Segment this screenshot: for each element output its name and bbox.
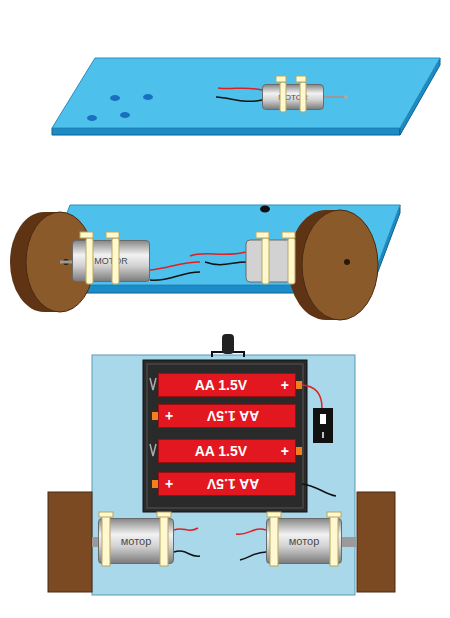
polarity-mark: + [165, 408, 177, 424]
wire-black [150, 272, 200, 280]
motor-shaft [324, 96, 345, 98]
motor-body: мотор [98, 518, 174, 564]
battery-spring [150, 378, 156, 390]
battery-terminal [296, 381, 302, 389]
wire-red [190, 252, 246, 256]
wire-red [302, 385, 322, 408]
motor-clamp [330, 516, 338, 566]
polarity-mark: + [277, 377, 289, 393]
motor-label: MOTOR [94, 256, 127, 266]
motor-label: MOTOR [278, 93, 308, 102]
battery-cell: AA 1.5V+ [158, 439, 296, 463]
power-switch [322, 432, 324, 438]
motor-clamp [86, 238, 93, 284]
battery-cell: AA 1.5V+ [158, 472, 296, 496]
motor-clamp [270, 516, 278, 566]
battery-cell: AA 1.5V+ [158, 373, 296, 397]
motor-clamp [300, 82, 306, 112]
motor-clamp [276, 76, 286, 82]
wheel [48, 492, 92, 592]
motor-clamp [157, 512, 171, 517]
battery-holder [147, 364, 303, 508]
motor-clamp [288, 238, 295, 284]
motor-clamp [112, 238, 119, 284]
mount-hole [143, 94, 153, 100]
wire-black [302, 484, 336, 496]
wire-red [150, 262, 200, 270]
mount-hole [110, 95, 120, 101]
wire-black [205, 262, 246, 265]
motor-clamp [256, 232, 269, 238]
mount-hole [120, 112, 130, 118]
power-switch [313, 408, 333, 443]
mount-hole [260, 206, 270, 213]
motor-clamp [282, 232, 295, 238]
motor-clamp [262, 238, 269, 284]
battery-spring [150, 444, 156, 456]
wheel [302, 210, 378, 320]
mount-hole [87, 115, 97, 121]
chassis-panel [92, 355, 355, 595]
motor-clamp [296, 76, 306, 82]
motor-clamp [102, 516, 110, 566]
motor-clamp [267, 512, 281, 517]
wire-black [174, 551, 200, 556]
motor-label: мотор [289, 535, 320, 547]
battery-terminal [296, 447, 302, 455]
battery-rating: AA 1.5V [177, 408, 289, 424]
chassis-panel [52, 58, 440, 128]
battery-rating: AA 1.5V [177, 476, 289, 492]
panel-edge [52, 128, 400, 135]
motor-shaft [342, 537, 357, 547]
motor-clamp [80, 232, 93, 238]
battery-cell: AA 1.5V+ [158, 404, 296, 428]
battery-holder [143, 360, 307, 512]
motor-label: мотор [121, 535, 152, 547]
motor-clamp [160, 516, 168, 566]
wire-red [218, 88, 262, 90]
motor-body: мотор [266, 518, 342, 564]
wire-black [216, 97, 262, 101]
polarity-mark: + [165, 476, 177, 492]
motor-clamp [106, 232, 119, 238]
wheel [357, 492, 395, 592]
wire-red [236, 529, 266, 534]
battery-rating: AA 1.5V [165, 377, 277, 393]
battery-rating: AA 1.5V [165, 443, 277, 459]
caster [222, 334, 234, 354]
motor-shaft [344, 95, 348, 99]
wire-black [240, 552, 266, 560]
wire-red [174, 528, 198, 530]
motor-body: MOTOR [262, 84, 324, 110]
power-switch [320, 414, 326, 424]
motor-body: MOTOR [72, 240, 150, 282]
motor-clamp [280, 82, 286, 112]
motor-clamp [99, 512, 113, 517]
wheel-hub [344, 259, 350, 265]
polarity-mark: + [277, 443, 289, 459]
motor-clamp [327, 512, 341, 517]
